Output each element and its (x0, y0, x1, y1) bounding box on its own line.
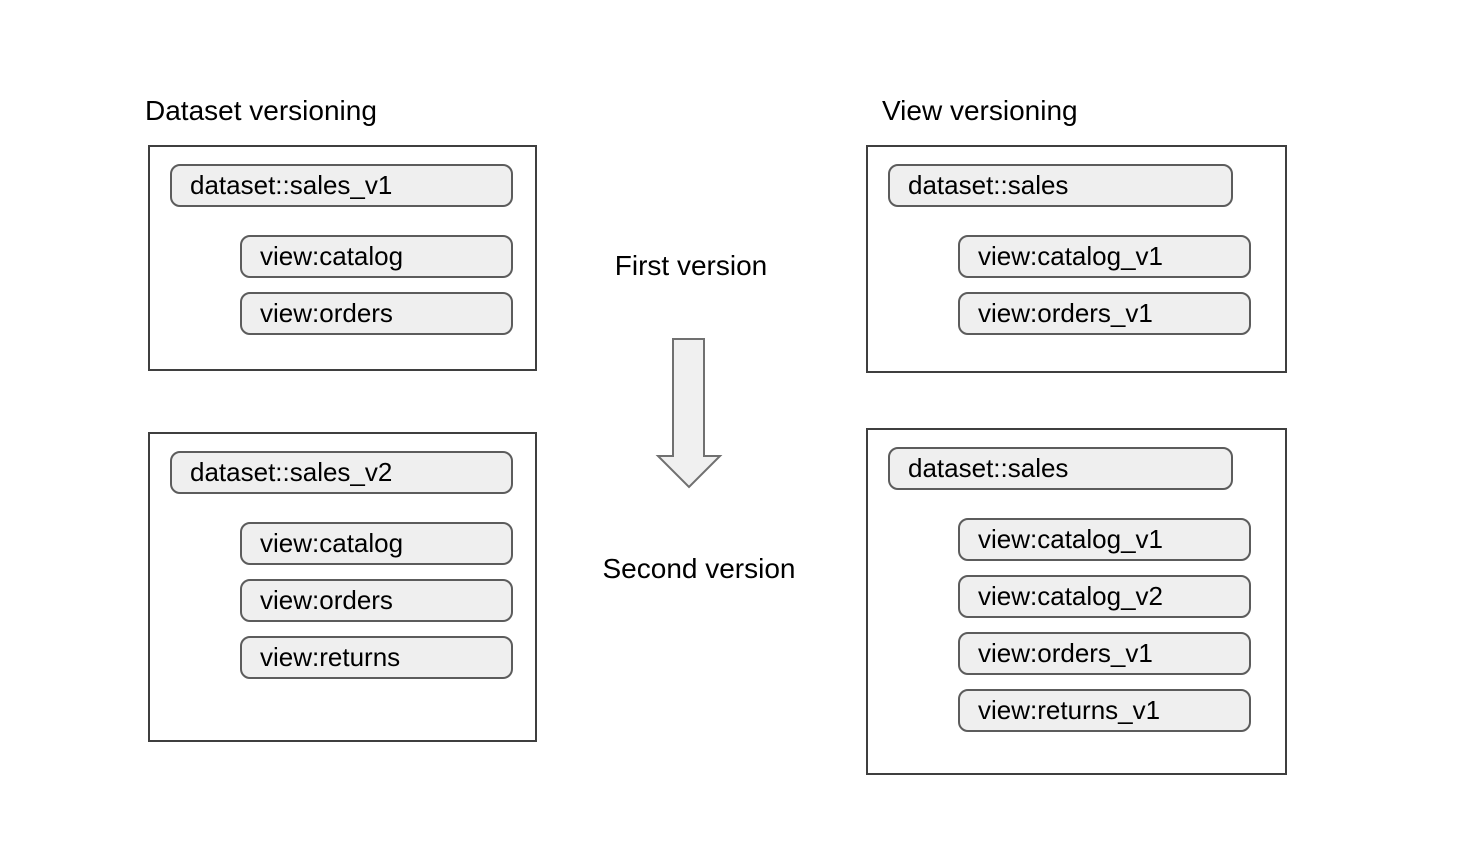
node-view-catalog-v1: view:catalog_v1 (958, 235, 1251, 278)
node-dataset-sales: dataset::sales (888, 164, 1233, 207)
node-view-returns-v1: view:returns_v1 (958, 689, 1251, 732)
node-view-catalog-v1: view:catalog_v1 (958, 518, 1251, 561)
label-first-version: First version (614, 250, 768, 281)
label-second-version: Second version (602, 553, 796, 584)
node-view-orders: view:orders (240, 292, 513, 335)
heading-view-versioning: View versioning (882, 95, 1078, 126)
panel-dataset-versioning-v1: dataset::sales_v1 view:catalog view:orde… (148, 145, 537, 371)
node-view-catalog: view:catalog (240, 522, 513, 565)
down-arrow-icon (655, 338, 723, 489)
panel-view-versioning-v2: dataset::sales view:catalog_v1 view:cata… (866, 428, 1287, 775)
node-view-orders: view:orders (240, 579, 513, 622)
node-view-returns: view:returns (240, 636, 513, 679)
node-view-orders-v1: view:orders_v1 (958, 632, 1251, 675)
panel-dataset-versioning-v2: dataset::sales_v2 view:catalog view:orde… (148, 432, 537, 742)
panel-view-versioning-v1: dataset::sales view:catalog_v1 view:orde… (866, 145, 1287, 373)
node-view-catalog: view:catalog (240, 235, 513, 278)
node-view-catalog-v2: view:catalog_v2 (958, 575, 1251, 618)
node-dataset-sales-v1: dataset::sales_v1 (170, 164, 513, 207)
node-view-orders-v1: view:orders_v1 (958, 292, 1251, 335)
heading-dataset-versioning: Dataset versioning (145, 95, 377, 126)
node-dataset-sales-v2: dataset::sales_v2 (170, 451, 513, 494)
node-dataset-sales: dataset::sales (888, 447, 1233, 490)
